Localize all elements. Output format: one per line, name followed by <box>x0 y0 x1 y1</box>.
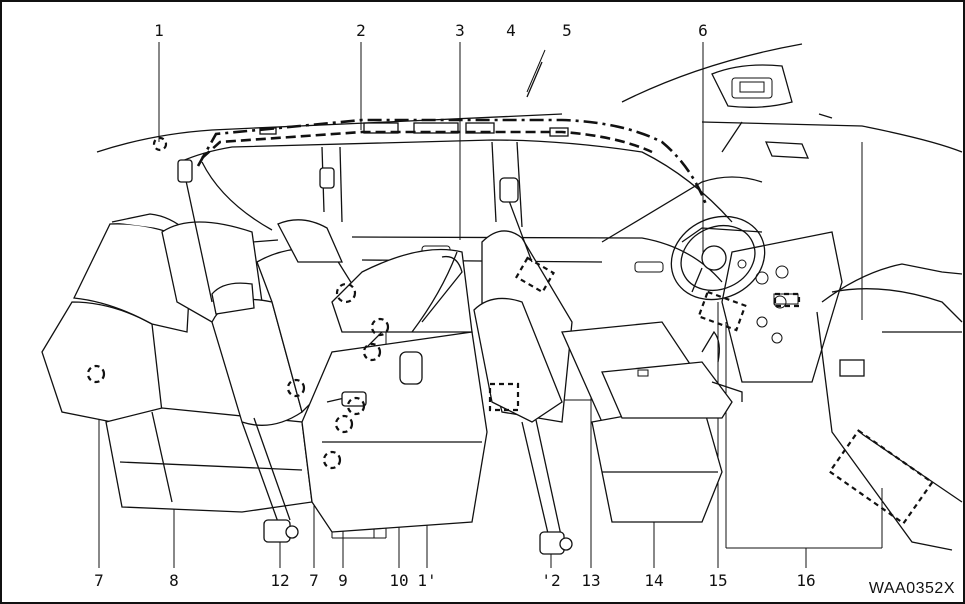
shift-lever <box>701 330 720 363</box>
body-outline <box>96 43 963 283</box>
location-markers <box>86 136 934 525</box>
seatbelt-retractor-right <box>539 531 573 555</box>
marker-9-e <box>322 450 342 470</box>
callout-labels: 1 2 3 4 5 6 7 8 12 7 9 10 1' '2 13 14 15… <box>94 21 815 590</box>
instrument-panel <box>721 231 843 383</box>
callout-6: 6 <box>698 21 708 40</box>
second-row-seat <box>161 159 488 543</box>
callout-8: 8 <box>169 571 179 590</box>
marker-9-b <box>362 342 382 362</box>
marker-9-c <box>346 396 366 416</box>
rear-buckle <box>341 391 367 407</box>
callout-16: 16 <box>796 571 815 590</box>
center-console <box>601 361 733 419</box>
curtain-airbag-outline <box>196 118 709 208</box>
callout-10: 10 <box>389 571 408 590</box>
marker-1 <box>152 136 168 152</box>
steering-wheel <box>670 215 766 301</box>
callout-13: 13 <box>581 571 600 590</box>
marker-7-second-row <box>335 282 357 304</box>
callout-5: 5 <box>562 21 572 40</box>
front-door <box>816 263 963 551</box>
callout-7-left: 7 <box>94 571 104 590</box>
marker-15 <box>697 290 747 332</box>
figure-code: WAA0352X <box>868 580 955 597</box>
door-handle-front <box>634 261 664 273</box>
marker-7-third-row <box>86 364 106 384</box>
callout-11: 1' <box>417 571 436 590</box>
marker-seat-base <box>488 382 520 412</box>
callout-14: 14 <box>644 571 663 590</box>
seatbelt-retractor-left <box>263 519 299 543</box>
callout-12-left: 12 <box>270 571 289 590</box>
marker-9-a <box>370 317 390 337</box>
marker-front-seat-side <box>515 256 555 294</box>
rear-armrest-buckle <box>399 351 423 385</box>
callout-2: 2 <box>356 21 366 40</box>
callout-1: 1 <box>154 21 164 40</box>
marker-9-d <box>334 414 354 434</box>
leader-5 <box>526 49 546 93</box>
callout-9: 9 <box>338 571 348 590</box>
rear-shoulder-belt <box>181 161 213 303</box>
marker-16-door <box>828 429 934 525</box>
callout-3: 3 <box>455 21 465 40</box>
sun-visor <box>764 141 810 159</box>
callout-4: 4 <box>506 21 516 40</box>
rear-seatbelt-strap <box>241 421 279 523</box>
overhead-console <box>711 64 833 159</box>
callout-12-right: '2 <box>541 571 560 590</box>
callout-7-center: 7 <box>309 571 319 590</box>
window-switch <box>839 359 865 377</box>
callout-15: 15 <box>708 571 727 590</box>
third-row-seat <box>41 213 313 513</box>
marker-7-second-row-side <box>286 378 306 398</box>
dashboard-console <box>601 215 843 419</box>
